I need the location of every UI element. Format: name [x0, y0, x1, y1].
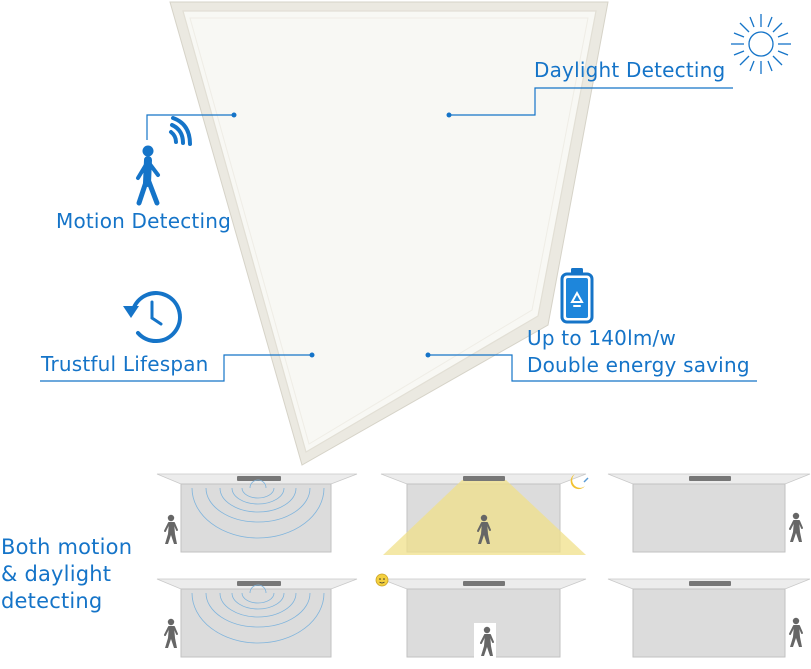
walking-person-figure — [789, 511, 803, 543]
scene-daytime-person-leaving — [607, 578, 811, 658]
scene-motion-person-entering — [156, 473, 358, 553]
efficiency-anchor-dot — [425, 352, 431, 358]
leader-lines — [40, 87, 757, 382]
sun-icon — [731, 14, 791, 74]
motion-detecting-label: Motion Detecting — [56, 209, 231, 233]
walking-person-figure — [164, 617, 178, 649]
lifespan-leader-line — [40, 354, 312, 382]
motion-leader-line — [146, 114, 234, 140]
moon-icon — [570, 474, 589, 490]
daylight-anchor-dot — [446, 112, 452, 118]
scenario-caption-line2: & daylight — [1, 562, 112, 586]
scenario-caption-line1: Both motion — [1, 535, 133, 559]
efficiency-leader-line — [428, 354, 757, 382]
trustful-lifespan-label: Trustful Lifespan — [41, 352, 209, 376]
walking-person-figure — [164, 513, 178, 545]
motion-anchor-dot — [231, 112, 237, 118]
scene-daytime-light-off — [375, 573, 587, 661]
sun-face-icon — [375, 573, 389, 587]
walking-person-figure — [789, 616, 803, 648]
clock-icon — [123, 291, 182, 344]
scenario-caption: Both motion & daylight detecting — [1, 534, 132, 615]
lifespan-anchor-dot — [309, 352, 315, 358]
energy-saving-label: Double energy saving — [527, 353, 750, 377]
person-walking-icon — [136, 145, 160, 206]
scene-motion-person-approaching — [156, 578, 358, 658]
signal-waves-icon — [169, 116, 192, 146]
led-panel — [169, 1, 609, 466]
scene-night-light-on — [380, 473, 589, 555]
daylight-detecting-label: Daylight Detecting — [534, 58, 726, 82]
daylight-leader-line — [449, 87, 733, 116]
scenario-caption-line3: detecting — [1, 589, 103, 613]
scene-empty-person-leaving — [607, 473, 811, 553]
efficiency-label: Up to 140lm/w — [527, 326, 677, 350]
battery-recycle-icon — [560, 268, 594, 324]
